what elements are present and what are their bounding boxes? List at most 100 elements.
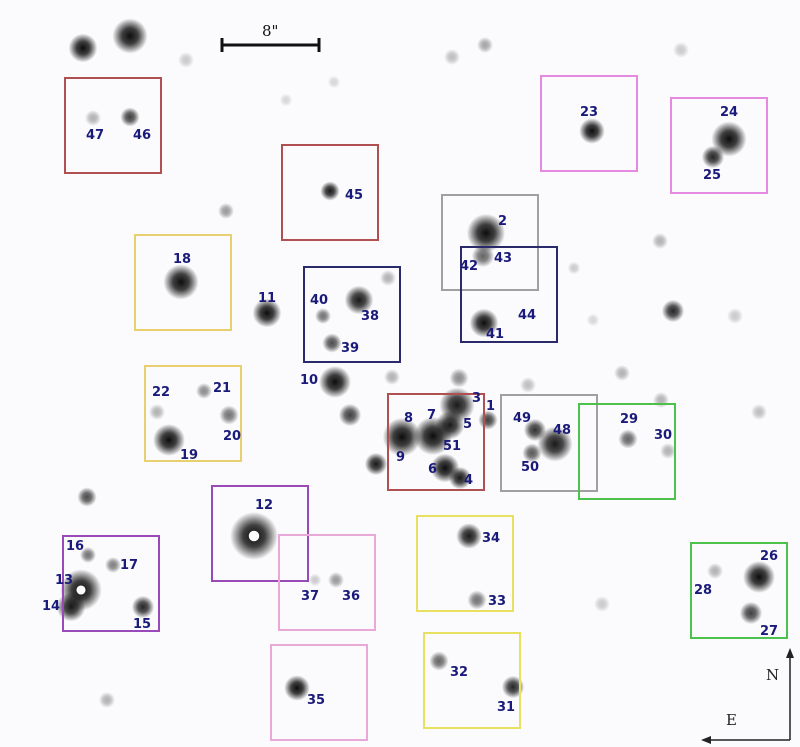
star-label-6: 6: [428, 462, 438, 477]
selection-box-core: [387, 393, 485, 491]
star: [660, 443, 676, 459]
star-label-29: 29: [620, 412, 639, 427]
star-label-44: 44: [518, 308, 537, 323]
star: [196, 383, 212, 399]
star-label-2: 2: [498, 214, 508, 229]
star-label-42: 42: [460, 259, 479, 274]
star-label-36: 36: [342, 589, 361, 604]
star: [382, 417, 422, 457]
selection-box-33-34: [416, 515, 514, 612]
star-label-4: 4: [464, 473, 474, 488]
star: [751, 404, 767, 420]
star: [727, 308, 743, 324]
star-label-32: 32: [450, 665, 469, 680]
star-label-10: 10: [300, 373, 319, 388]
star: [522, 443, 542, 463]
stars-layer: [56, 18, 775, 708]
star-label-24: 24: [720, 105, 739, 120]
star-label-7: 7: [427, 408, 437, 423]
star-label-43: 43: [494, 251, 513, 266]
star: [652, 233, 668, 249]
star: [618, 429, 638, 449]
selection-box-19-22: [144, 365, 242, 462]
star: [586, 313, 600, 327]
star: [327, 75, 341, 89]
star-label-9: 9: [396, 450, 406, 465]
star: [701, 145, 725, 169]
star-label-18: 18: [173, 252, 192, 267]
selection-box-38-40: [303, 266, 401, 363]
star: [163, 264, 199, 300]
star: [711, 121, 747, 157]
star: [131, 595, 155, 619]
star: [105, 557, 121, 573]
star-label-14: 14: [42, 599, 61, 614]
selection-box-31-32: [423, 632, 521, 729]
star: [320, 181, 340, 201]
star: [380, 270, 396, 286]
star: [178, 52, 194, 68]
star-label-12: 12: [255, 498, 274, 513]
selection-box-36-37: [278, 534, 376, 631]
star: [112, 18, 148, 54]
star-label-5: 5: [463, 417, 473, 432]
star-label-40: 40: [310, 293, 329, 308]
star: [594, 596, 610, 612]
star-label-50: 50: [521, 460, 540, 475]
star: [384, 369, 400, 385]
star-label-25: 25: [703, 168, 722, 183]
star: [364, 452, 388, 476]
star-label-34: 34: [482, 531, 501, 546]
star-label-41: 41: [486, 327, 505, 342]
star: [429, 651, 449, 671]
saturated-core: [248, 530, 260, 542]
star: [319, 366, 351, 398]
star-label-3: 3: [472, 391, 482, 406]
star: [435, 410, 465, 440]
star: [477, 37, 493, 53]
star: [567, 261, 581, 275]
star: [444, 49, 460, 65]
star: [219, 405, 239, 425]
star: [279, 93, 293, 107]
selection-box-2: [441, 194, 539, 291]
selection-box-12: [211, 485, 309, 582]
selection-box-41-44: [460, 246, 558, 343]
star: [308, 573, 322, 587]
star-label-28: 28: [694, 583, 713, 598]
star-label-13: 13: [55, 573, 74, 588]
star-label-38: 38: [361, 309, 380, 324]
selection-box-26-28: [690, 542, 788, 639]
star-label-17: 17: [120, 558, 139, 573]
star-label-20: 20: [223, 429, 242, 444]
star-label-23: 23: [580, 105, 599, 120]
star: [743, 561, 775, 593]
star-label-49: 49: [513, 411, 532, 426]
north-arrow-icon: [786, 648, 794, 658]
scale-bar: [220, 38, 321, 52]
star: [80, 547, 96, 563]
star: [673, 42, 689, 58]
star: [661, 299, 685, 323]
star-label-8: 8: [404, 411, 414, 426]
selection-box-48-50: [500, 394, 598, 492]
star-label-19: 19: [180, 448, 199, 463]
star: [537, 426, 573, 462]
star-label-51: 51: [443, 439, 462, 454]
star: [739, 601, 763, 625]
selection-box-13-17: [62, 535, 160, 632]
star: [218, 203, 234, 219]
star: [344, 285, 374, 315]
selection-box-35: [270, 644, 368, 741]
star: [338, 403, 362, 427]
selection-box-18: [134, 234, 232, 331]
star: [284, 675, 310, 701]
star: [469, 308, 499, 338]
star: [77, 487, 97, 507]
star-label-31: 31: [497, 700, 516, 715]
star: [252, 298, 282, 328]
star: [466, 213, 506, 253]
east-label: E: [726, 711, 737, 729]
